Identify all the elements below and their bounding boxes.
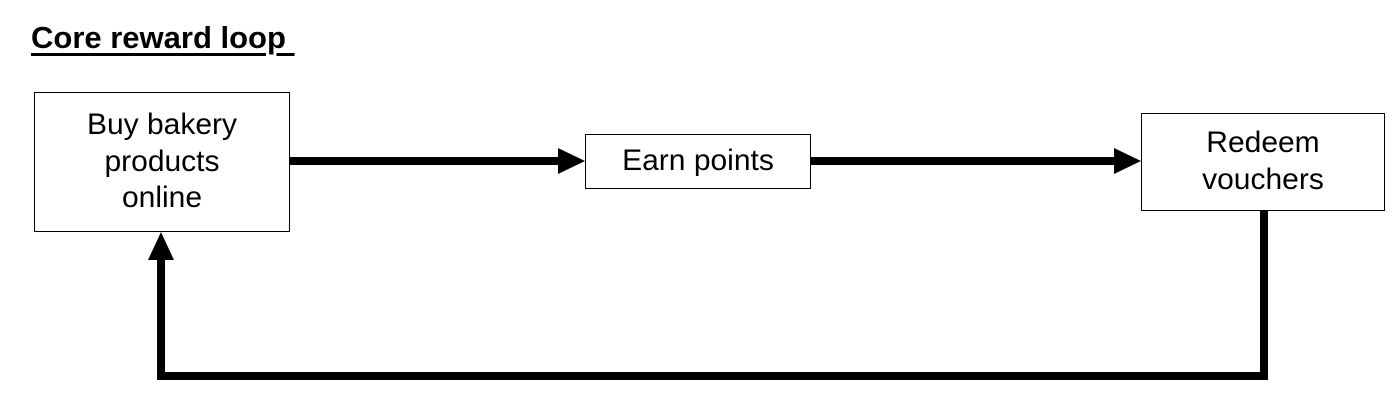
node-buy-label: Buy bakery products online: [86, 108, 238, 215]
node-buy-bakery-products: Buy bakery products online: [34, 92, 290, 232]
node-redeem-label: Redeem vouchers: [1202, 126, 1324, 196]
arrow-redeem-to-buy: [148, 211, 1268, 380]
arrow-earn-to-redeem: [811, 148, 1141, 174]
node-earn-label: Earn points: [622, 144, 774, 178]
arrow-buy-to-earn: [290, 148, 585, 174]
node-redeem-vouchers: Redeem vouchers: [1141, 113, 1385, 211]
diagram-title: Core reward loop: [31, 20, 295, 55]
node-earn-points: Earn points: [585, 134, 811, 189]
